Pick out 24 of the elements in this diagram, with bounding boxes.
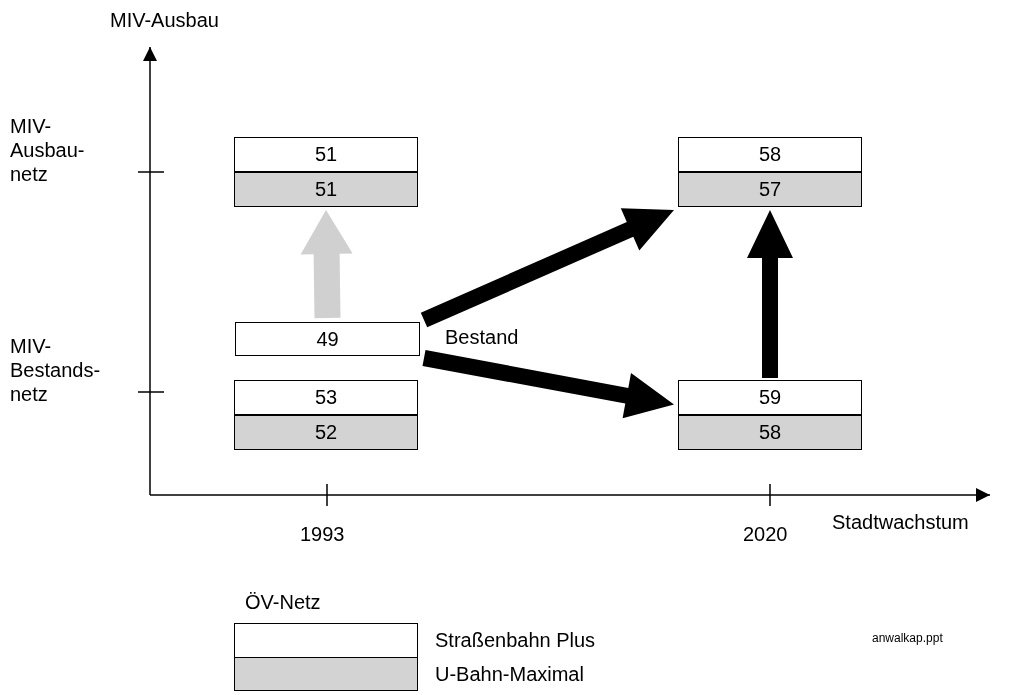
block-arrow <box>422 350 674 419</box>
axis-label: MIV- Bestands- netz <box>10 334 102 406</box>
legend-label: U-Bahn-Maximal <box>435 662 584 686</box>
value-box: 51 <box>234 172 418 207</box>
value-box: 53 <box>234 380 418 415</box>
tick-label: 1993 <box>300 522 345 546</box>
axis-title: MIV-Ausbau <box>110 8 219 32</box>
legend-title: ÖV-Netz <box>245 590 321 614</box>
value-box: 52 <box>234 415 418 450</box>
value-box: 51 <box>234 137 418 172</box>
tick-label: 2020 <box>743 522 788 546</box>
block-arrow <box>300 210 353 319</box>
axis-title: Stadtwachstum <box>832 510 969 534</box>
file-name: anwalkap.ppt <box>872 630 943 646</box>
block-arrow <box>420 208 674 328</box>
axis-label: MIV- Ausbau- netz <box>10 114 86 186</box>
value-box: 58 <box>678 137 862 172</box>
legend-label: Straßenbahn Plus <box>435 628 596 652</box>
value-box: 57 <box>678 172 862 207</box>
value-box: 49 <box>235 322 420 356</box>
value-box: 58 <box>678 415 862 450</box>
block-arrow <box>747 210 793 378</box>
value-box: 59 <box>678 380 862 415</box>
text-label: Bestand <box>445 325 519 349</box>
